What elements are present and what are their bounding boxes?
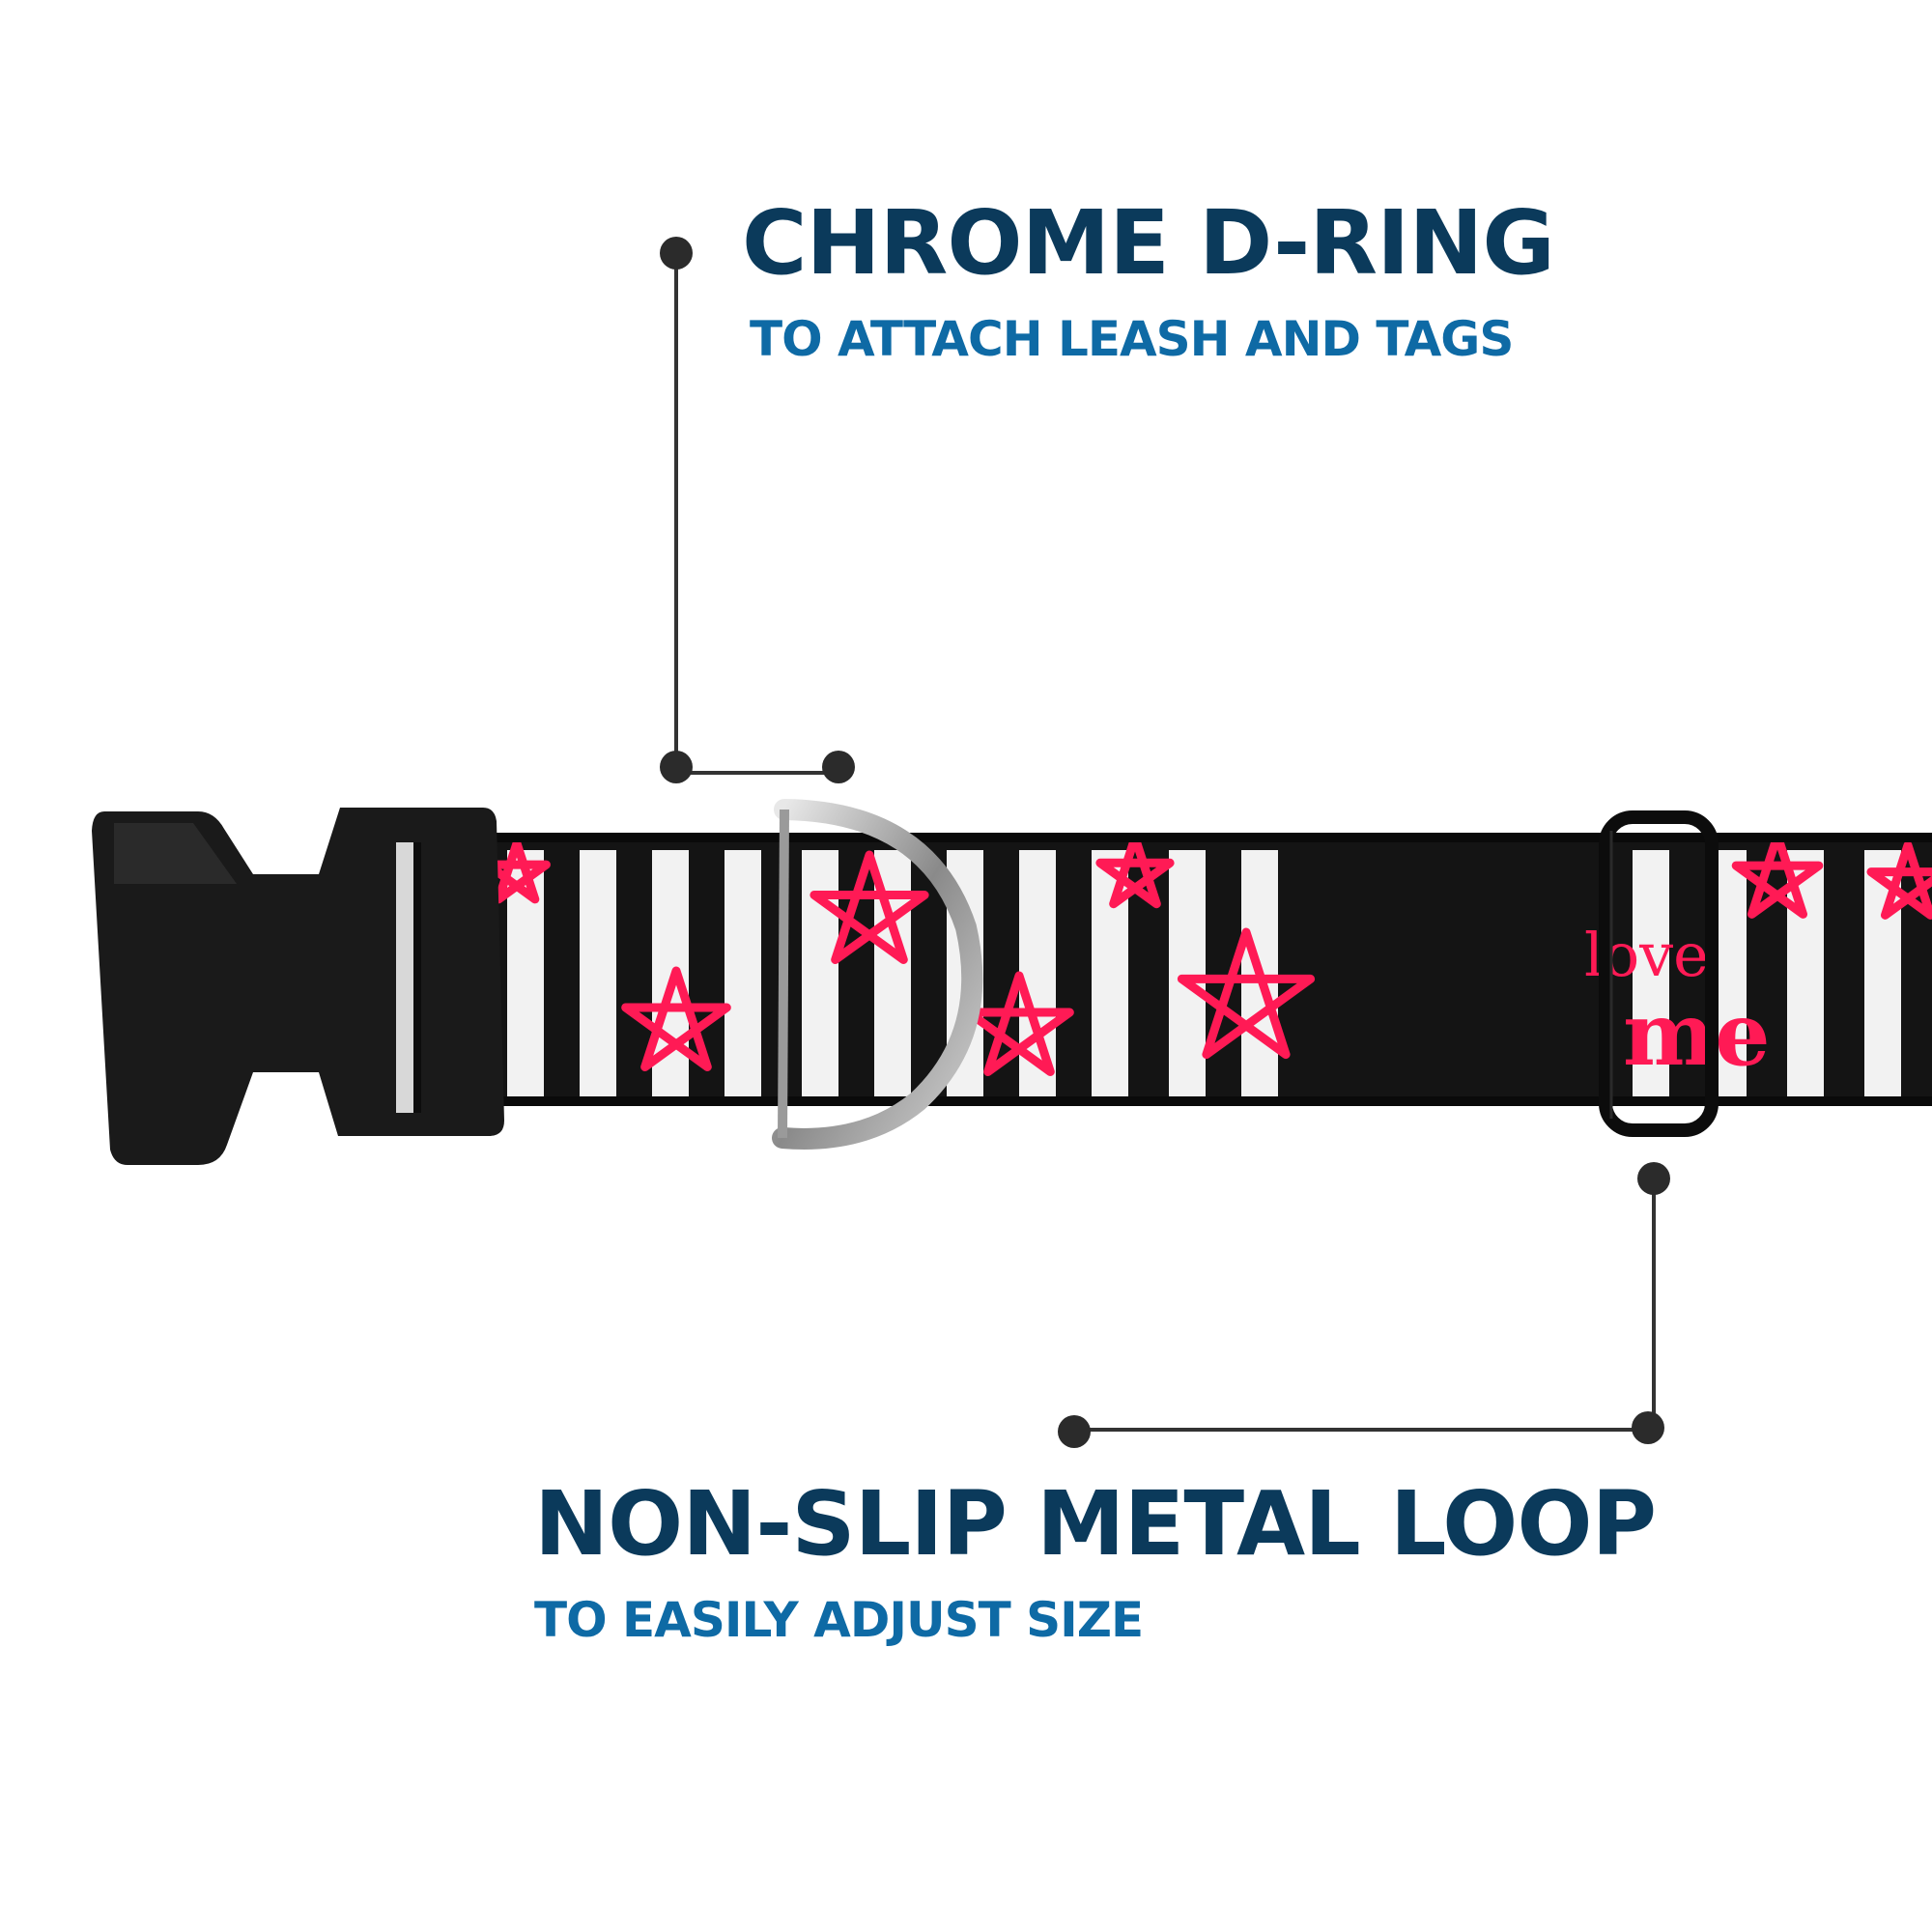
star-icon: [810, 850, 929, 964]
star-icon: [1177, 927, 1316, 1060]
stripe: [802, 850, 838, 1101]
star-icon: [621, 966, 731, 1071]
stripe: [1092, 850, 1128, 1101]
star-pattern: [483, 833, 1932, 1076]
stripe: [507, 850, 544, 1101]
star-icon: [964, 971, 1074, 1076]
slide-loop-icon: [1599, 810, 1719, 1137]
leader-line-loop: [1074, 1179, 1656, 1432]
buckle-icon: [92, 808, 504, 1165]
collar-strap: [411, 833, 1932, 1106]
star-icon: [1731, 833, 1824, 919]
print-text-me: me: [1623, 983, 1771, 1086]
leader-dots-d-ring: [660, 237, 855, 783]
d-ring-icon: [772, 799, 983, 1150]
leader-dots-loop: [1058, 1162, 1670, 1448]
d-ring-subtitle: TO ATTACH LEASH AND TAGS: [750, 311, 1514, 367]
loop-subtitle: TO EASILY ADJUST SIZE: [534, 1592, 1144, 1648]
star-icon: [1095, 833, 1175, 909]
stripe: [580, 850, 616, 1101]
d-ring-title: CHROME D-RING: [742, 191, 1555, 295]
star-icon: [1866, 840, 1932, 920]
loop-title: NON-SLIP METAL LOOP: [534, 1472, 1657, 1576]
stripe: [724, 850, 761, 1101]
star-icon: [483, 838, 551, 904]
stripe: [1633, 850, 1669, 1101]
stripe: [1710, 850, 1747, 1101]
